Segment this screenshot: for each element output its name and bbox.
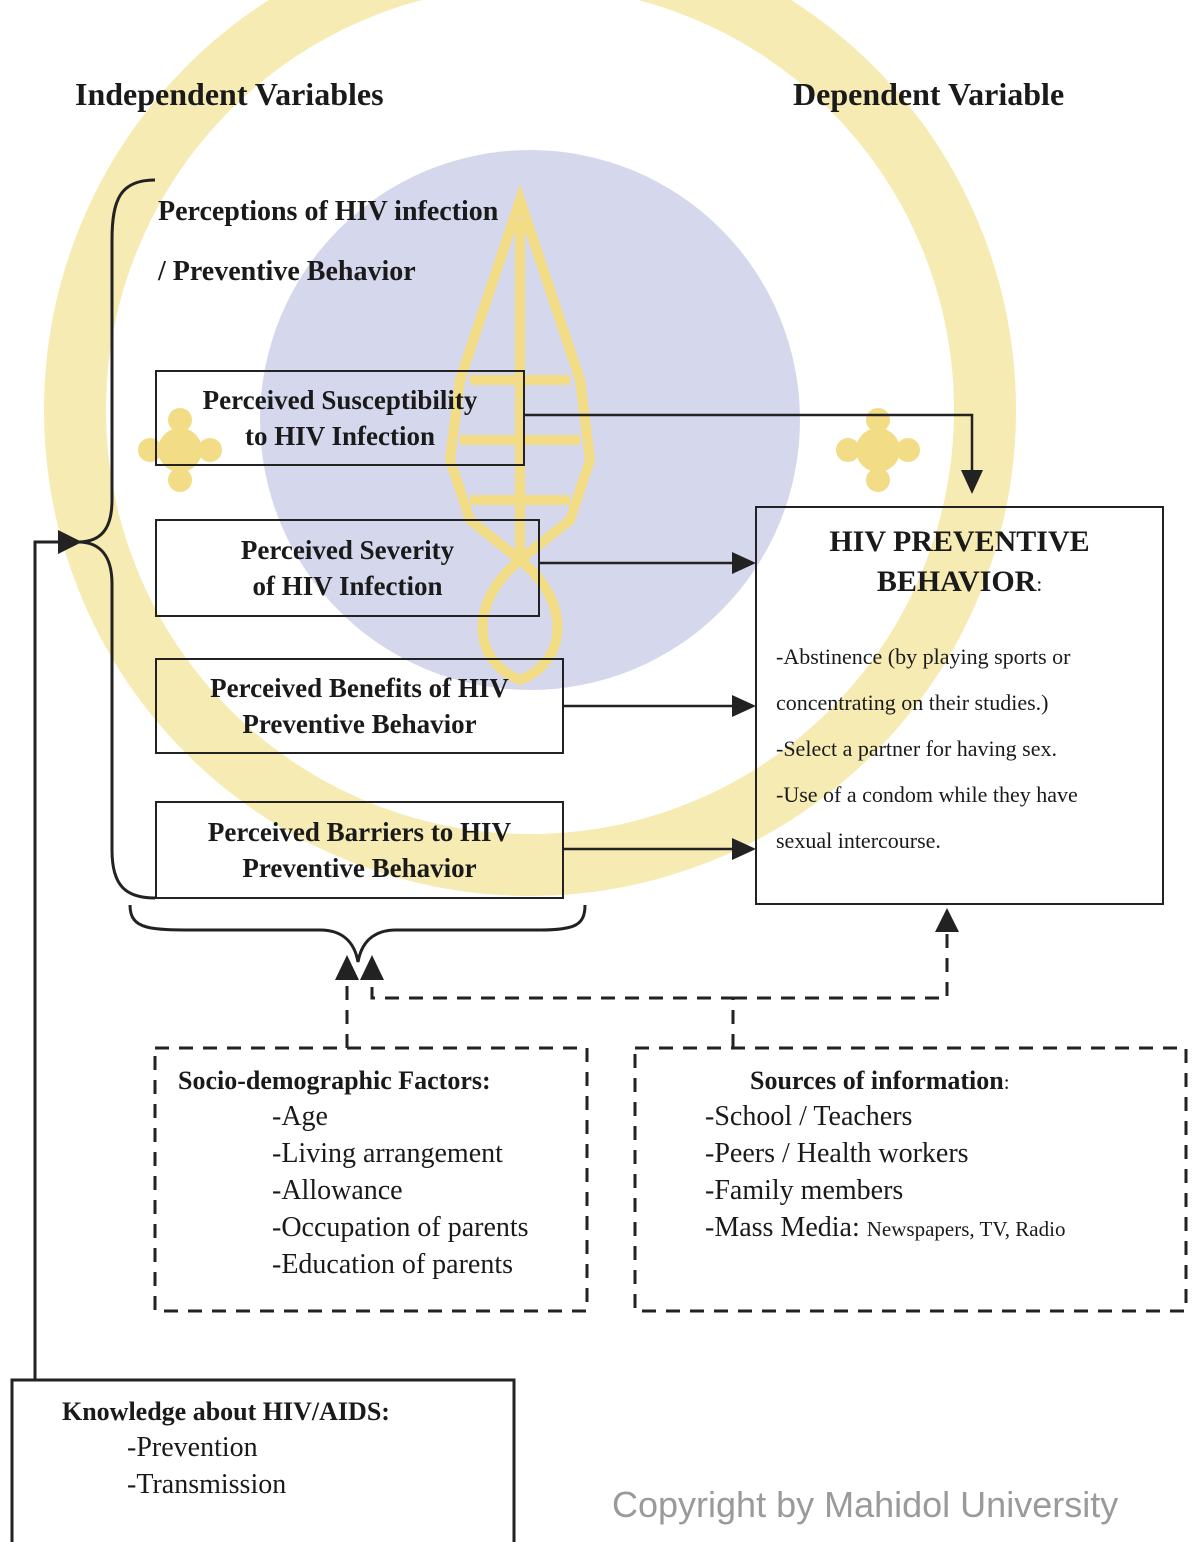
knowledge-item-prevention: -Prevention xyxy=(127,1432,258,1463)
perceptions-bottom-brace xyxy=(128,904,587,963)
knowledge-box: Knowledge about HIV/AIDS: -Prevention -T… xyxy=(12,1380,514,1542)
socio-item-living: -Living arrangement xyxy=(272,1138,503,1169)
knowledge-items: -Prevention -Transmission xyxy=(12,1429,514,1503)
hiv-preventive-behavior-box: HIV PREVENTIVE BEHAVIOR: -Abstinence (by… xyxy=(755,506,1164,905)
barriers-arrowhead xyxy=(732,838,756,860)
dv-item-condom-cont: sexual intercourse. xyxy=(776,828,941,853)
socio-factors-box-border xyxy=(153,1046,589,1313)
socio-title: Socio-demographic Factors: xyxy=(178,1066,491,1095)
dv-item-partner: -Select a partner for having sex. xyxy=(776,736,1057,761)
seal-flower-right xyxy=(836,408,920,492)
sources-items: -School / Teachers -Peers / Health worke… xyxy=(635,1098,1186,1248)
perceptions-title-line2: / Preventive Behavior xyxy=(158,256,416,287)
copyright-watermark: Copyright by Mahidol University xyxy=(612,1484,1119,1525)
susceptibility-arrow xyxy=(524,413,974,472)
socio-arrowhead xyxy=(335,955,359,980)
sources-of-information-box: Sources of information: -School / Teache… xyxy=(635,1048,1186,1311)
dv-item-abstinence-cont: concentrating on their studies.) xyxy=(776,690,1049,715)
socio-demographic-factors-box: Socio-demographic Factors: -Age -Living … xyxy=(155,1048,587,1311)
independent-variables-heading: Independent Variables xyxy=(75,76,384,112)
sources-item-family: -Family members xyxy=(705,1175,904,1206)
dv-item-condom: -Use of a condom while they have xyxy=(776,782,1078,807)
socio-item-allowance: -Allowance xyxy=(272,1175,403,1206)
socio-item-education: -Education of parents xyxy=(272,1249,514,1280)
dv-title-line1: HIV PREVENTIVE xyxy=(829,525,1090,558)
perceived-severity-line2: of HIV Infection xyxy=(252,571,443,601)
sources-item-peers: -Peers / Health workers xyxy=(705,1138,969,1169)
susceptibility-arrowhead xyxy=(961,470,983,494)
sources-media-detail: Newspapers, TV, Radio xyxy=(866,1217,1066,1241)
perceived-barriers-line2: Preventive Behavior xyxy=(242,853,477,883)
sources-box-border xyxy=(633,1046,1188,1313)
perceived-barriers-line1: Perceived Barriers to HIV xyxy=(207,817,512,847)
benefits-arrowhead xyxy=(732,695,756,717)
knowledge-arrowhead xyxy=(58,530,82,554)
severity-arrowhead xyxy=(732,552,756,574)
sources-dashed-link xyxy=(370,978,735,1048)
knowledge-to-perceptions-line xyxy=(33,540,82,1380)
sources-to-dv-dashed-link xyxy=(733,930,949,1000)
perceived-severity-line1: Perceived Severity xyxy=(240,535,455,565)
perceived-benefits-box: Perceived Benefits of HIV Preventive Beh… xyxy=(155,658,564,754)
sources-arrowhead-dv xyxy=(935,908,959,932)
perceived-benefits-line1: Perceived Benefits of HIV xyxy=(210,673,509,703)
perceived-severity-box: Perceived Severity of HIV Infection xyxy=(155,519,540,617)
socio-item-occupation: -Occupation of parents xyxy=(272,1212,529,1243)
seal-crest xyxy=(444,184,596,686)
perceptions-left-brace xyxy=(77,178,156,900)
perceived-susceptibility-line2: to HIV Infection xyxy=(244,421,435,451)
perceived-benefits-line2: Preventive Behavior xyxy=(242,709,477,739)
dv-item-abstinence: -Abstinence (by playing sports or xyxy=(776,644,1071,669)
dependent-variable-heading: Dependent Variable xyxy=(793,76,1065,112)
sources-item-school: -School / Teachers xyxy=(705,1101,913,1132)
seal-flower-left xyxy=(138,408,222,492)
perceived-susceptibility-box: Perceived Susceptibility to HIV Infectio… xyxy=(155,370,525,466)
socio-items: -Age -Living arrangement -Allowance -Occ… xyxy=(155,1098,587,1283)
perceptions-title-line1: Perceptions of HIV infection xyxy=(158,196,499,227)
knowledge-title: Knowledge about HIV/AIDS: xyxy=(62,1397,390,1426)
dv-title: HIV PREVENTIVE BEHAVIOR: xyxy=(757,522,1162,604)
knowledge-box-border xyxy=(10,1378,516,1542)
sources-title-wrap: Sources of information: xyxy=(750,1066,1186,1096)
seal-outer-ring xyxy=(44,0,1016,896)
perceived-susceptibility-line1: Perceived Susceptibility xyxy=(202,385,478,415)
socio-item-age: -Age xyxy=(272,1101,328,1132)
knowledge-item-transmission: -Transmission xyxy=(127,1469,287,1500)
sources-title-suffix: : xyxy=(1003,1070,1010,1094)
dv-title-line2-wrap: BEHAVIOR: xyxy=(757,562,1162,604)
dv-title-suffix: : xyxy=(1036,572,1043,596)
seal-inner-disc xyxy=(260,150,800,690)
sources-arrowhead-perceptions xyxy=(360,955,384,980)
sources-title: Sources of information xyxy=(750,1066,1004,1095)
dv-title-line2: BEHAVIOR xyxy=(876,565,1037,598)
dv-items: -Abstinence (by playing sports or concen… xyxy=(757,634,1162,864)
perceived-barriers-box: Perceived Barriers to HIV Preventive Beh… xyxy=(155,801,564,899)
sources-item-media: -Mass Media: Newspapers, TV, Radio xyxy=(705,1209,1186,1248)
sources-media-label: -Mass Media: xyxy=(705,1212,867,1243)
